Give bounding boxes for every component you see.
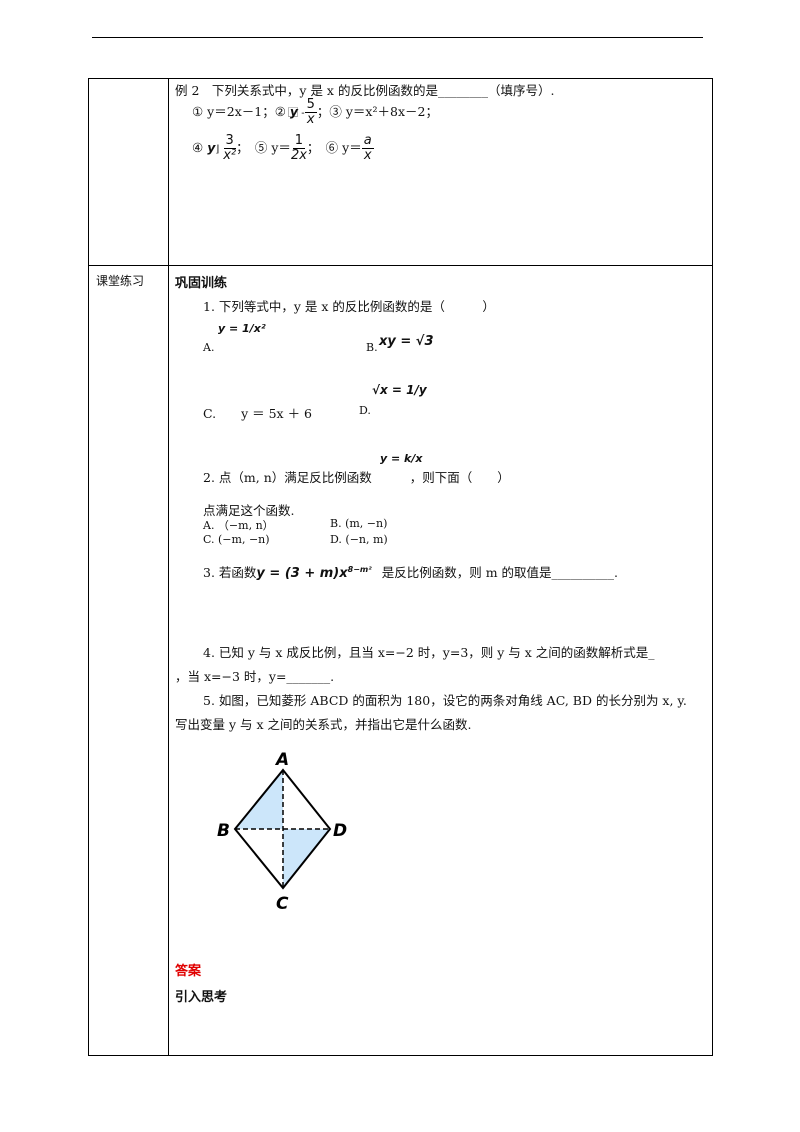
q1-option-b-label: B. xyxy=(366,341,378,354)
rhombus-figure: A B D C xyxy=(217,750,347,914)
q2-stem: 2. 点（m, n）满足反比例函数 xyxy=(203,470,372,485)
q1-option-a-math: y = 1/x² xyxy=(218,322,266,335)
answer-label: 答案 xyxy=(175,964,202,979)
q4-line1: 4. 已知 y 与 x 成反比例，且当 x=−2 时，y=3，则 y 与 x 之… xyxy=(203,645,655,660)
vertex-c-label: C xyxy=(276,894,289,914)
header-rule xyxy=(92,37,703,38)
rhombus-outline xyxy=(233,768,332,890)
q3-text: 3. 若函数y = (3 + m)x8−m² 是反比例函数，则 m 的取值是__… xyxy=(203,562,618,581)
q1-option-d-label: D. xyxy=(359,404,371,417)
q2-option-b: B. (m, −n) xyxy=(330,517,388,530)
q3-exponent: 8−m² xyxy=(347,564,372,574)
table-border-right xyxy=(712,78,713,1056)
q1-option-a-label: A. xyxy=(203,341,215,354)
example2-title: 例 2 下列关系式中，y 是 x 的反比例函数的是________（填序号）. xyxy=(175,83,555,98)
table-row-divider xyxy=(88,265,713,266)
option-3: ；③ y＝x²＋8x－2； xyxy=(316,104,438,119)
vertex-a-label: A xyxy=(274,750,289,770)
option-4-sign: ⌋ xyxy=(215,144,220,155)
q2-option-a: A. （−m, n） xyxy=(203,519,274,532)
q3-tail: 是反比例函数，则 m 的取值是__________. xyxy=(381,565,619,580)
table-border-bottom xyxy=(88,1055,713,1056)
numerator: 3 xyxy=(223,133,236,149)
q4-line2: ，当 x=−3 时，y=_______. xyxy=(175,669,335,684)
q2-tail: ，则下面（ ） xyxy=(409,470,510,485)
option-4-label: ④ xyxy=(192,140,208,155)
vertex-d-label: D xyxy=(333,821,347,841)
q2-text: 2. 点（m, n）满足反比例函数 ，则下面（ ） xyxy=(203,467,510,486)
option-2-sign: ⃞ - xyxy=(298,108,305,119)
denominator: x xyxy=(363,148,372,163)
row-label: 课堂练习 xyxy=(96,274,145,288)
q2-line2: 点满足这个函数. xyxy=(203,503,295,518)
q5-line1: 5. 如图，已知菱形 ABCD 的面积为 180，设它的两条对角线 AC, BD… xyxy=(203,693,687,708)
q1-option-b-math: xy = √3 xyxy=(379,334,434,349)
practice-heading: 巩固训练 xyxy=(175,276,228,291)
numerator: 5 xyxy=(304,97,317,113)
q2-function-math: y = k/x xyxy=(380,452,423,465)
q5-line2: 写出变量 y 与 x 之间的关系式，并指出它是什么函数. xyxy=(175,717,472,732)
q2-option-d: D. (−n, m) xyxy=(330,533,388,546)
denominator: x xyxy=(306,112,315,127)
vertex-b-label: B xyxy=(217,821,230,841)
table-column-divider xyxy=(168,78,169,1056)
numerator: 1 xyxy=(292,133,306,149)
option-2-y: y xyxy=(289,104,299,119)
option-4-y: y xyxy=(207,140,216,155)
q3-math: y = (3 + m)x xyxy=(256,566,348,581)
option-1: ① y＝2x－1；② xyxy=(192,104,290,119)
numerator: a xyxy=(361,133,374,149)
intro-label: 引入思考 xyxy=(175,990,228,1005)
q1-text: 1. 下列等式中，y 是 x 的反比例函数的是（ ） xyxy=(203,299,495,314)
table-border-top xyxy=(88,78,713,79)
q1-option-c: C. y ＝ 5x ＋ 6 xyxy=(203,406,313,421)
denominator: x² xyxy=(223,148,237,163)
option-6-label: ； ⑥ y＝ xyxy=(306,140,362,155)
q2-option-c: C. (−m, −n) xyxy=(203,533,270,546)
table-border-left xyxy=(88,78,89,1056)
denominator: 2x xyxy=(290,148,307,163)
q1-option-d-math: √x = 1/y xyxy=(372,383,427,397)
option-5-label: ； ⑤ y＝ xyxy=(236,140,291,155)
q3-stem: 3. 若函数 xyxy=(203,565,257,580)
